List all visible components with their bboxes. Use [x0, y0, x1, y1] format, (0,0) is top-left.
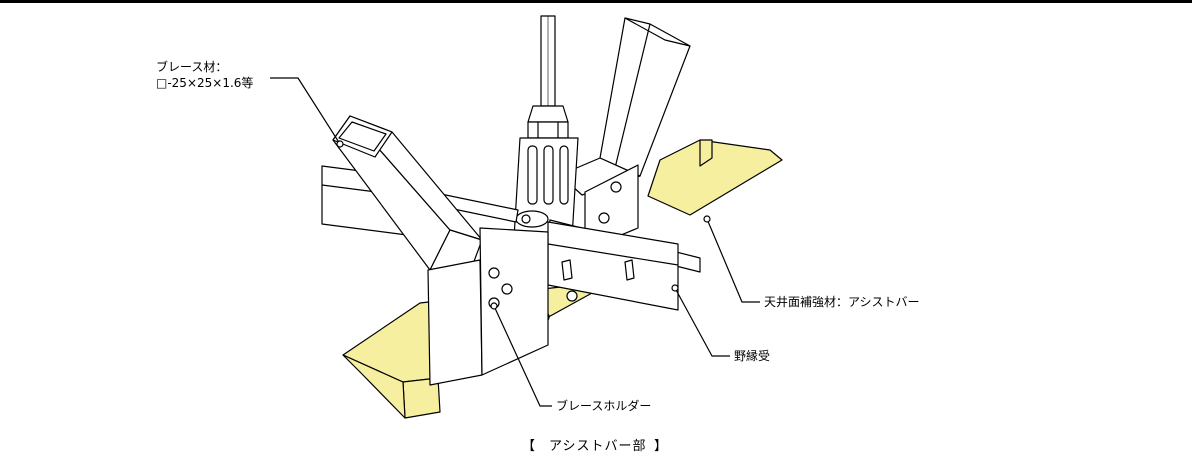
label-ceiling-reinforcement: 天井面補強材：アシストバー [764, 295, 920, 309]
caption-close-bracket: 】 [654, 439, 669, 454]
label-brace-material-line2: □-25×25×1.6等 [156, 76, 254, 90]
brace-holder-left [427, 227, 549, 386]
brace-tube-right [559, 17, 691, 196]
caption-text: アシストバー部 [549, 439, 647, 454]
runner-front [547, 221, 679, 311]
label-nobuchi-uke: 野縁受 [734, 349, 771, 363]
label-brace-holder: ブレースホルダー [556, 399, 652, 413]
top-border-line [0, 0, 1192, 3]
label-brace-material-line1: ブレース材： [156, 60, 228, 74]
leader-dots [336, 140, 711, 310]
leader-lines [270, 77, 760, 407]
assist-bar-back [647, 139, 783, 216]
brace-tube-left [332, 115, 483, 273]
caption-open-bracket: 【 [522, 439, 537, 454]
hanger-bolt [527, 15, 569, 139]
hanger-clip [513, 137, 579, 239]
